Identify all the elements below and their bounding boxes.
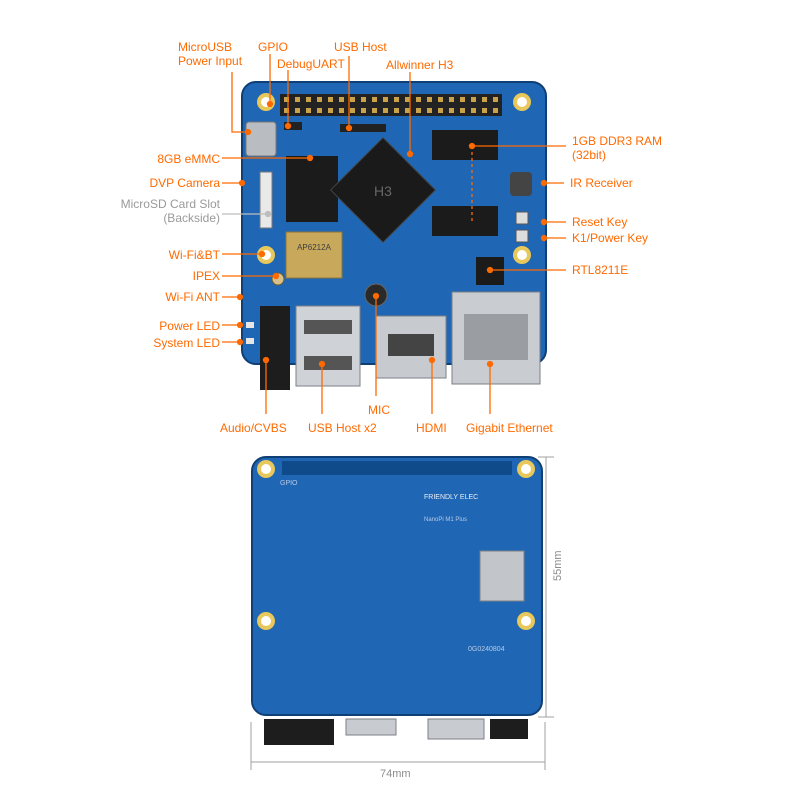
label-rtl: RTL8211E bbox=[572, 263, 629, 277]
dimension-lines bbox=[250, 456, 554, 770]
system-led bbox=[246, 338, 254, 344]
power-key bbox=[515, 229, 529, 243]
label-reset-key: Reset Key bbox=[572, 215, 628, 229]
debug-uart-pins bbox=[284, 122, 302, 130]
microsd-slot bbox=[479, 550, 525, 602]
ram-chip-2 bbox=[432, 206, 498, 236]
serial-silkscreen: 0G0240804 bbox=[468, 646, 505, 653]
gpio-header bbox=[280, 94, 502, 116]
label-emmc: 8GB eMMC bbox=[157, 152, 220, 166]
ethernet-bottom bbox=[490, 719, 528, 739]
ram-chip-1 bbox=[432, 130, 498, 160]
label-power-led: Power LED bbox=[159, 319, 220, 333]
model-silkscreen: NanoPi M1 Plus bbox=[424, 517, 467, 523]
gpio-silkscreen: GPIO bbox=[280, 480, 298, 487]
microusb-port bbox=[245, 121, 277, 157]
hdmi-bottom bbox=[427, 718, 485, 740]
label-allwinner: Allwinner H3 bbox=[386, 58, 454, 72]
bottom-mounting-holes bbox=[257, 460, 535, 630]
label-system-led: System LED bbox=[153, 336, 220, 350]
label-ir-receiver: IR Receiver bbox=[570, 176, 633, 190]
label-dvp-camera: DVP Camera bbox=[149, 176, 220, 190]
board-bottom-view: GPIO FRIENDLY ELEC NanoPi M1 Plus 0G0240… bbox=[251, 456, 543, 745]
audio-jack bbox=[260, 306, 290, 390]
label-gigabit: Gigabit Ethernet bbox=[466, 421, 553, 435]
usb-host-x2-port bbox=[295, 305, 361, 387]
leader-microusb bbox=[231, 72, 248, 133]
label-microusb: MicroUSB Power Input bbox=[178, 40, 243, 68]
label-power-key: K1/Power Key bbox=[572, 231, 649, 245]
usb-host-pins bbox=[340, 124, 386, 132]
soc-label: H3 bbox=[374, 183, 392, 199]
label-mic: MIC bbox=[368, 403, 390, 417]
usb-bottom bbox=[345, 718, 397, 736]
ir-receiver bbox=[510, 172, 532, 196]
wifi-module-label: AP6212A bbox=[297, 243, 331, 252]
label-gpio: GPIO bbox=[258, 40, 289, 54]
soc-chip bbox=[329, 136, 437, 244]
pcb-bottom bbox=[251, 456, 543, 716]
wifi-bt-module bbox=[285, 231, 343, 279]
label-microsd: MicroSD Card Slot (Backside) bbox=[120, 197, 220, 225]
label-hdmi: HDMI bbox=[416, 421, 447, 435]
label-audio: Audio/CVBS bbox=[220, 421, 287, 435]
emmc-chip bbox=[286, 156, 338, 222]
width-dimension: 74mm bbox=[380, 768, 411, 780]
label-usb-host-x2: USB Host x2 bbox=[308, 421, 377, 435]
board-top-view: H3 AP6212A bbox=[241, 81, 547, 390]
label-ram: 1GB DDR3 RAM (32bit) bbox=[572, 134, 663, 162]
label-wifi-bt: Wi-Fi&BT bbox=[168, 248, 220, 262]
height-dimension: 55mm bbox=[552, 550, 564, 581]
audio-jack-bottom bbox=[264, 719, 334, 745]
power-led bbox=[246, 322, 254, 328]
label-usb-host: USB Host bbox=[334, 40, 387, 54]
label-ipex: IPEX bbox=[192, 269, 220, 283]
gpio-pads-bottom bbox=[282, 461, 512, 475]
label-debug-uart: DebugUART bbox=[277, 57, 345, 71]
label-wifi-ant: Wi-Fi ANT bbox=[165, 290, 220, 304]
reset-key bbox=[515, 211, 529, 225]
brand-silkscreen: FRIENDLY ELEC bbox=[424, 494, 478, 501]
